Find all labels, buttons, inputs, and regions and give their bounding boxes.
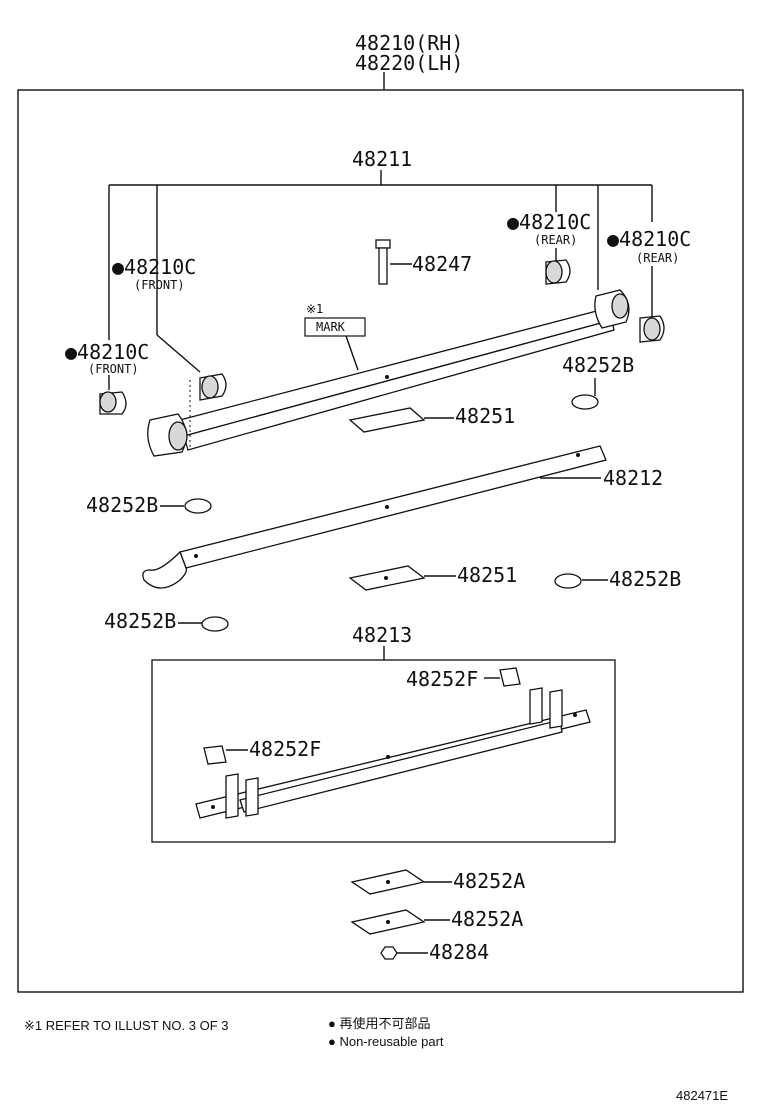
bracket-48211 [108,170,653,373]
leaf-48213 [195,687,591,819]
leaf-48212 [142,445,607,589]
label-48212: 48212 [603,466,663,490]
outer-frame [17,89,744,993]
label-bush-front-lower-sub: (FRONT) [88,362,139,376]
main-leaf-48211 [147,289,630,457]
bushing-front-upper [199,373,227,401]
legend-english: ● Non-reusable part [328,1034,444,1049]
label-48252b-right-top: 48252B [562,353,634,377]
assembly-number-lh: 48220(LH) [355,51,463,75]
label-48252b-left-low: 48252B [104,609,176,633]
label-48251-mid: 48251 [457,563,517,587]
label-48251-top: 48251 [455,404,515,428]
bumper-left-mid [160,498,212,514]
label-48284: 48284 [429,940,489,964]
leaf-48213-frame [151,659,616,843]
label-bush-front-upper: ●48210C [112,255,196,279]
mark-box [304,317,366,337]
label-48252a-2: 48252A [451,907,523,931]
clip-left-48252f [203,745,248,765]
bushing-rear-left [545,259,571,285]
refer-note: ※1 REFER TO ILLUST NO. 3 OF 3 [24,1018,229,1033]
label-48247: 48247 [412,252,472,276]
label-bush-rear-right-sub: (REAR) [636,251,679,265]
spacer-1 [350,869,452,895]
bolt-48247 [375,239,412,285]
clip-top-48252f [484,667,521,687]
bushing-rear-right [639,315,665,343]
label-bush-rear-right: ●48210C [607,227,691,251]
bushing-front-lower [99,391,127,415]
label-48252b-right-mid: 48252B [609,567,681,591]
mark-ref: ※1 [306,302,323,316]
legend-japanese: ● 再使用不可部品 [328,1016,430,1031]
leader-mark [345,335,359,371]
spacer-2 [350,909,450,935]
label-48252f-top: 48252F [406,667,478,691]
mark-label: MARK [316,320,346,334]
label-bush-rear-left: ●48210C [507,210,591,234]
label-bush-rear-left-sub: (REAR) [534,233,577,247]
bumper-right-mid [554,573,608,589]
label-48211: 48211 [352,147,412,171]
bumper-right-top [571,378,599,410]
label-bush-front-upper-sub: (FRONT) [134,278,185,292]
nut-48284 [380,946,428,960]
diagram-id: 482471E [676,1088,728,1103]
liner-top [348,407,454,433]
label-bush-front-lower: ●48210C [65,340,149,364]
label-48252f-left: 48252F [249,737,321,761]
label-48213: 48213 [352,623,412,647]
label-48252b-left-mid: 48252B [86,493,158,517]
liner-mid [348,565,456,591]
bumper-left-low [178,616,229,632]
assembly-number-rh: 48210(RH) [355,31,463,55]
label-48252a-1: 48252A [453,869,525,893]
